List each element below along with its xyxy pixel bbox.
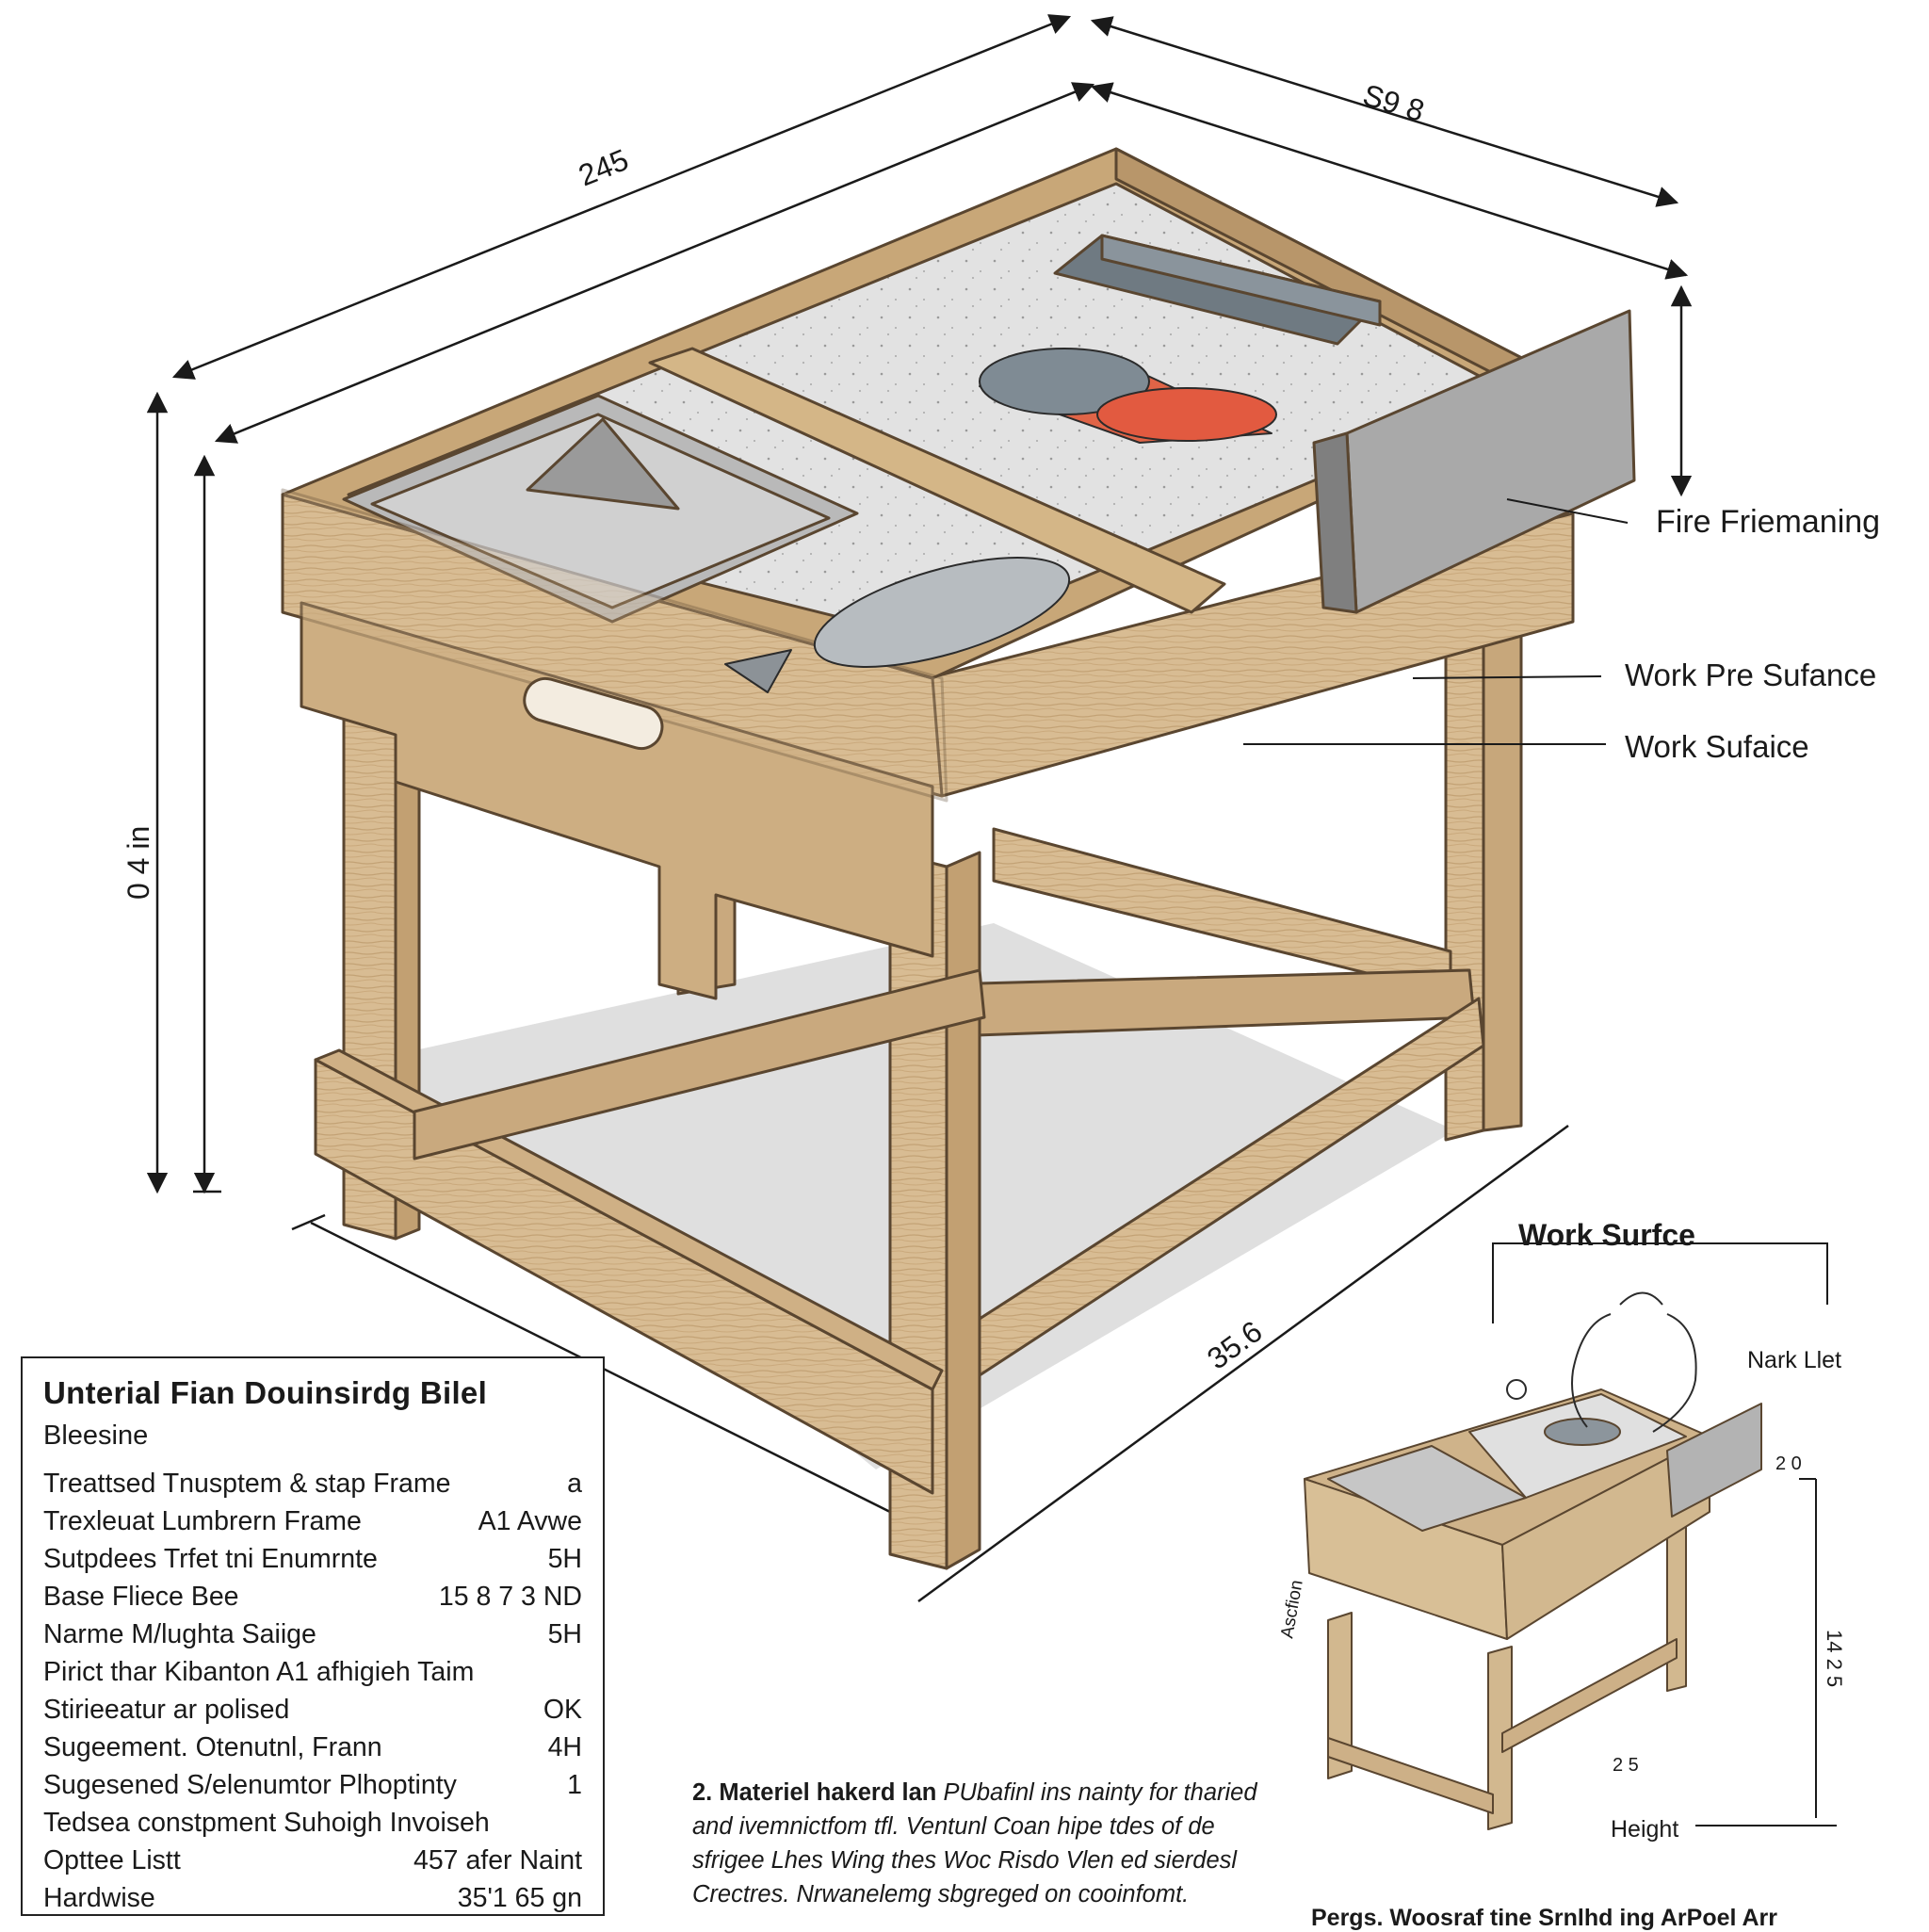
note-lead: 2. Materiel hakerd lan (692, 1779, 937, 1806)
inset-dim-left: Ascfion (1277, 1579, 1307, 1640)
callout-fire: Fire Friemaning (1656, 504, 1880, 540)
divider-board (648, 347, 1226, 614)
inset-dim-right-top: 2 0 (1775, 1453, 1802, 1474)
callout-work-surface: Work Sufaice (1625, 729, 1809, 764)
fish-lower (724, 557, 1071, 693)
inset-dim-bottom: 2 5 (1613, 1755, 1639, 1776)
panel-row: Pirict thar Kibanton A1 afhigieh Taim (43, 1657, 475, 1687)
inset-height-label: Height (1611, 1816, 1678, 1843)
panel-subtitle: Bleesine (43, 1421, 149, 1451)
callout-work-pre-surface: Work Pre Sufance (1625, 658, 1876, 692)
dim-top-left: 245 (574, 142, 633, 192)
fish-upper (979, 348, 1277, 444)
inset-title: Work Surfce (1518, 1218, 1695, 1252)
inset-label-right: Nark Llet (1747, 1347, 1841, 1373)
dim-height-left: 0 4 in (122, 826, 155, 900)
dimension-lines (146, 14, 1693, 1603)
callouts: Fire Friemaning Work Pre Sufance Work Su… (1625, 504, 1880, 764)
note-body: PUbafinl ins nainty for tharied and ivem… (692, 1779, 1257, 1908)
inset-dim-right: 14 2 5 (1823, 1630, 1846, 1687)
handle-slot (523, 676, 664, 751)
inset-diagram: Work Surfce Nark Llet 2 0 14 2 5 Ascfion… (1277, 1218, 1846, 1843)
dim-top-right: S9 8 (1359, 77, 1428, 128)
workbench (281, 147, 1636, 1570)
dim-bottom-front: 35.6 (1201, 1314, 1269, 1376)
leader-lines (1243, 498, 1629, 745)
panel-title: Unterial Fian Douinsirdg Bilel (43, 1375, 488, 1410)
material-note: 2. Materiel hakerd lan PUbafinl ins nain… (692, 1776, 1276, 1911)
panel-row: Tedsea constpment Suhoigh Invoiseh (43, 1808, 490, 1838)
materials-panel: Unterial Fian Douinsirdg Bilel Bleesine … (21, 1356, 605, 1916)
figure-caption: Pergs. Woosraf tine Srnlhd ing ArPoel Ar… (1311, 1905, 1777, 1931)
